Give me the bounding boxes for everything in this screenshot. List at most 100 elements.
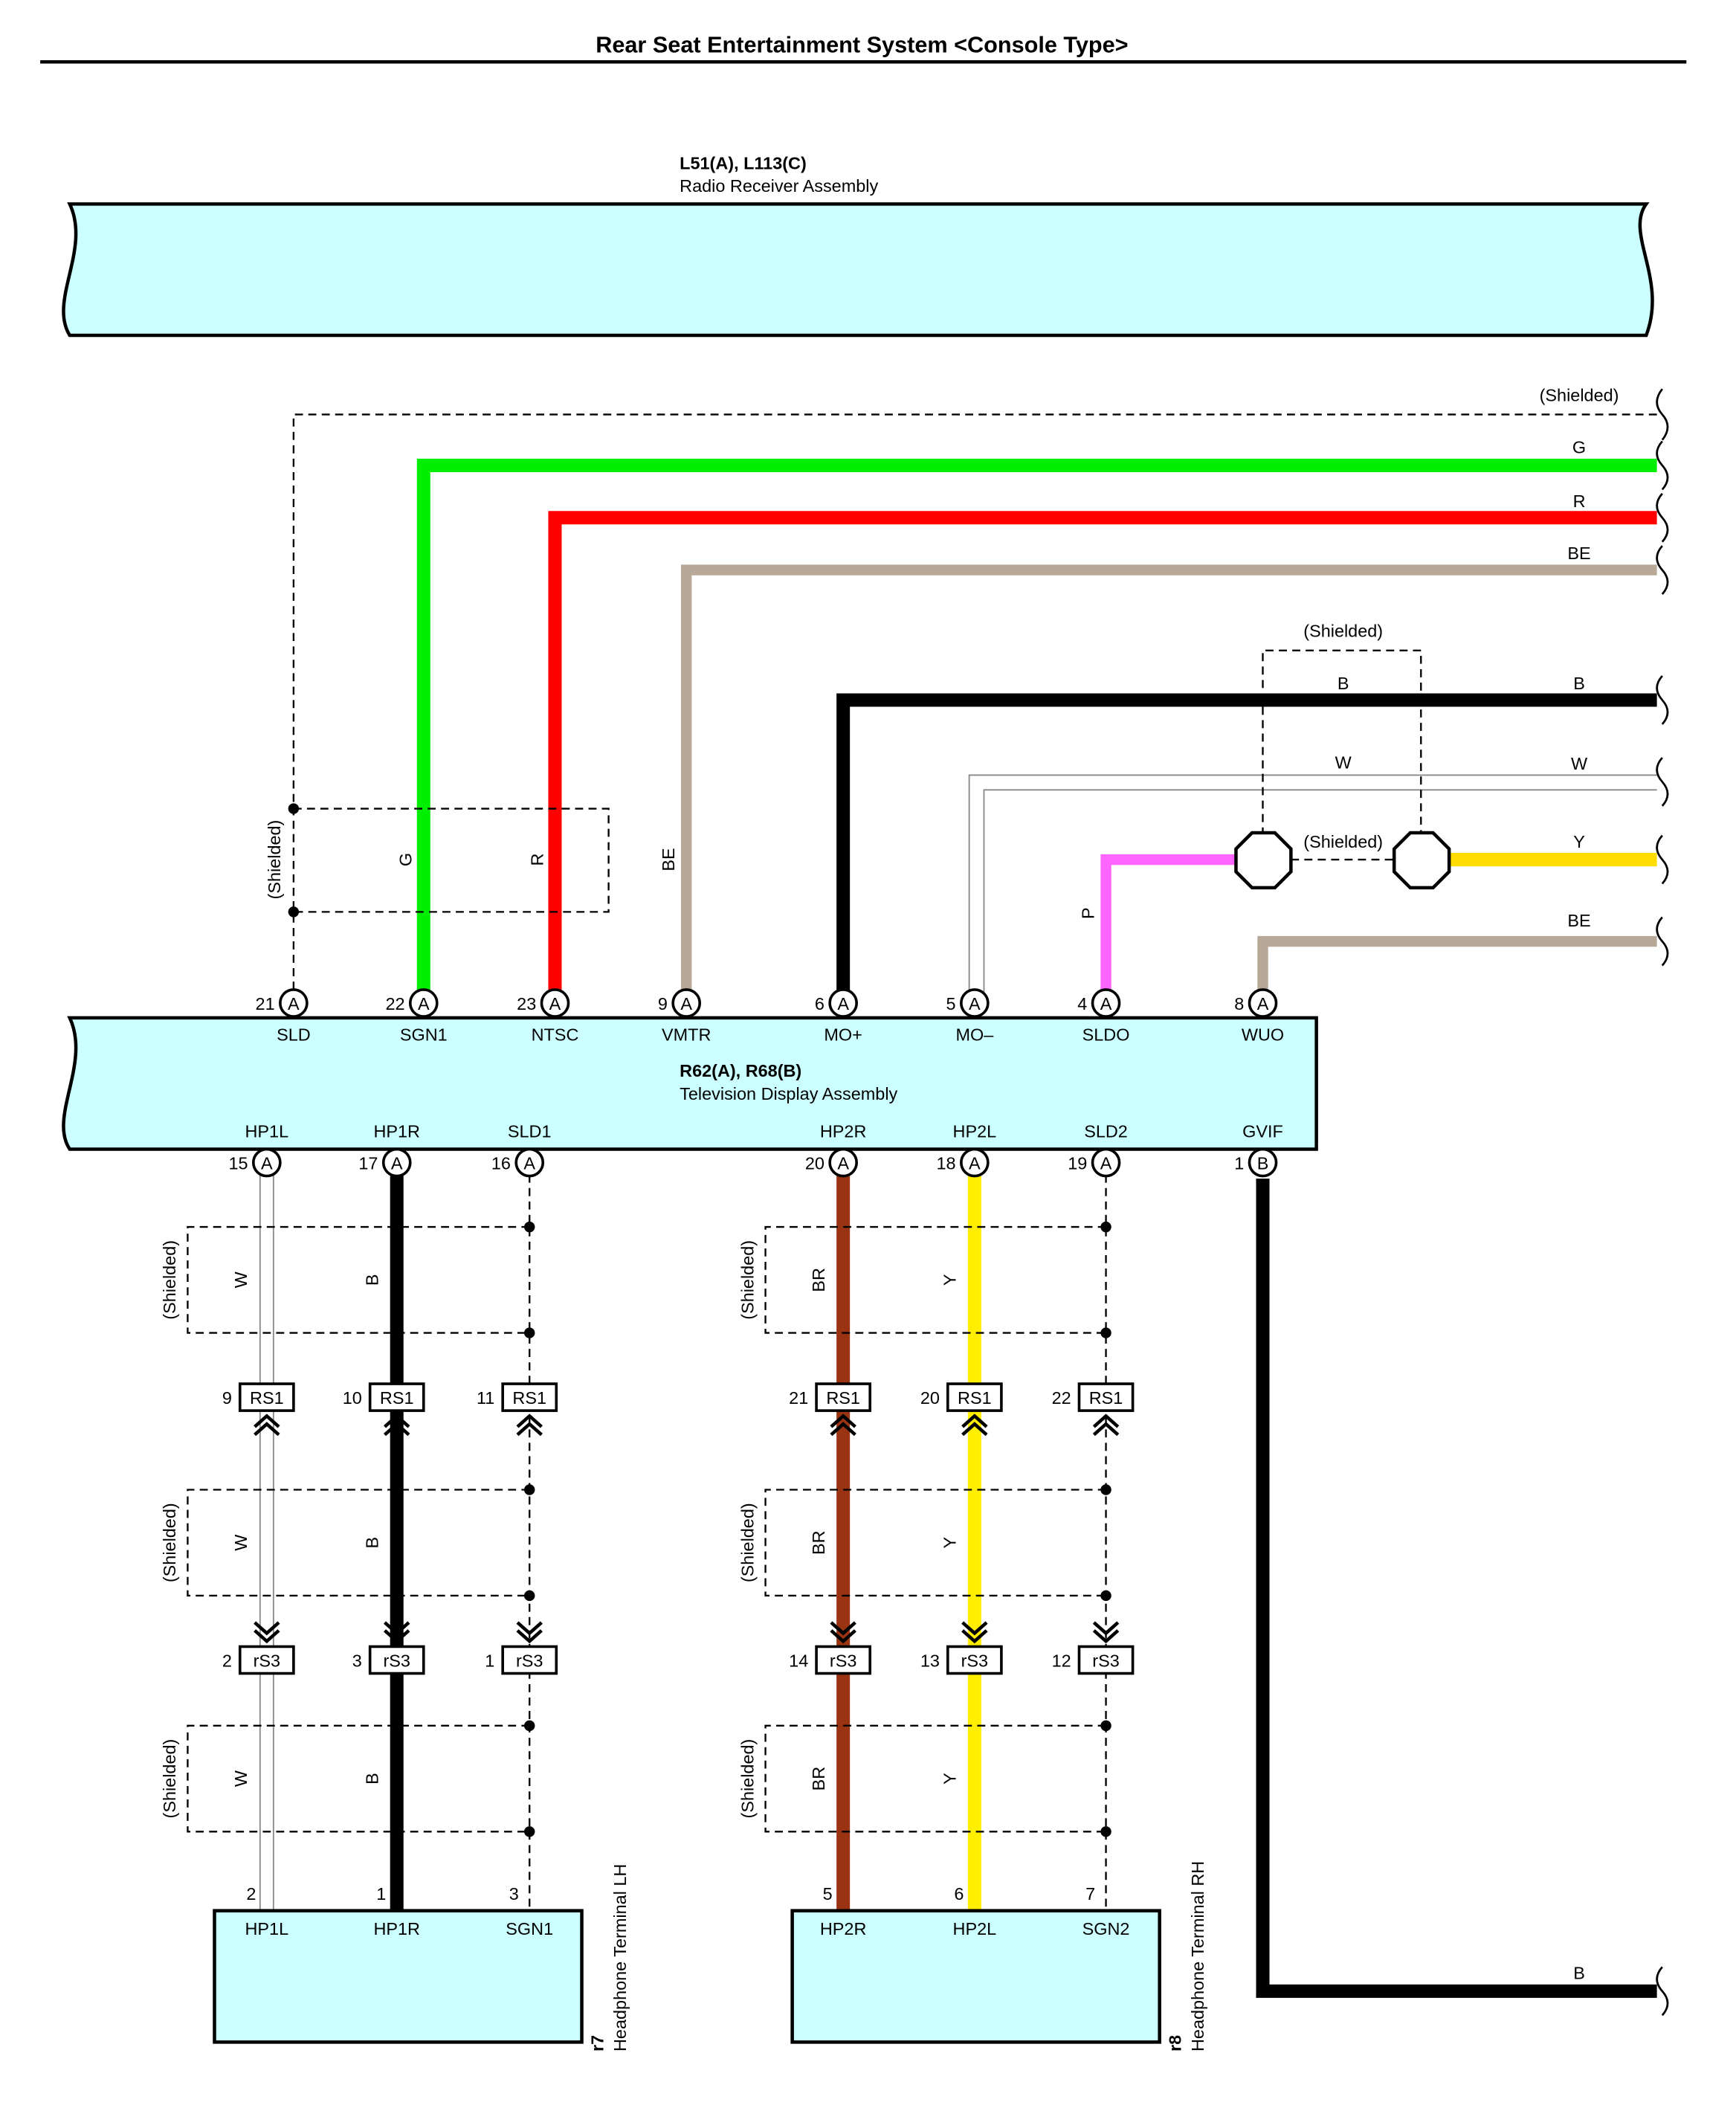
shield-junction-top [288, 803, 300, 814]
shield-junction [524, 1484, 535, 1495]
wire-w-mo-minus-a [968, 774, 1657, 1003]
tv-bottom-hp2r-pin-connector: A [837, 1154, 849, 1173]
tv-top-sgn1-pin-circle [408, 988, 439, 1018]
inner-label-shielded-mid: (Shielded) [1303, 832, 1383, 851]
tv-bottom-sld2-pin-circle [1091, 1147, 1121, 1178]
shield-box-octagons [1262, 649, 1422, 836]
headphone-lh-hp1r-pin-name: HP1R [373, 1919, 420, 1938]
tv-top-mo-pin-number: 6 [815, 994, 825, 1013]
radio-component-id: L51(A), L113(C) [680, 153, 807, 173]
tv-top-sld-pin-connector: A [288, 994, 300, 1013]
rs3-row-14-number: 14 [789, 1651, 808, 1671]
rs1-row-9-arrow [254, 1422, 280, 1437]
tv-bottom-hp1r-pin-connector: A [391, 1154, 403, 1173]
headphone-lh-name: Headphone Terminal LH [610, 1864, 630, 2051]
rs1-row-20-box [946, 1382, 1003, 1412]
rs1-row-22-arrow [1092, 1414, 1120, 1428]
headphone-rh-hp2l-pin-number: 6 [954, 1884, 964, 1904]
rs3-row-1-number: 1 [485, 1651, 494, 1671]
wire-label-br: BR [809, 1767, 828, 1791]
shielded-label: (Shielded) [738, 1503, 757, 1582]
right-label-b-gvif: B [1573, 1964, 1585, 1983]
tv-bottom-gvif-pin-number: 1 [1234, 1154, 1244, 1173]
shield-box [187, 1489, 530, 1597]
tv-bottom-hp2l-pin-name: HP2L [953, 1121, 997, 1141]
tv-top-wuo-pin-circle [1248, 988, 1278, 1018]
rs3-row-13-box [946, 1645, 1003, 1675]
rs3-row-3-number: 3 [352, 1651, 362, 1671]
break-marks [1656, 388, 1669, 2017]
tv-bottom-hp1r-pin-number: 17 [358, 1154, 378, 1173]
rs1-row-21-arrow [830, 1414, 856, 1428]
rs1-row-21-arrow [830, 1422, 856, 1437]
shield-box [187, 1724, 530, 1833]
headphone-rh-id: r8 [1166, 2035, 1185, 2051]
wire-w-mo-minus-b [983, 789, 1657, 1003]
tv-bottom-hp1r-pin-name: HP1R [373, 1121, 420, 1141]
headphone-rh-box [790, 1909, 1161, 2044]
diagram-title: Rear Seat Entertainment System <Console … [596, 33, 1128, 58]
wire-label-b: B [362, 1274, 381, 1286]
tv-bottom-sld2-pin-connector: A [1100, 1154, 1112, 1173]
upper-wiring: (Shielded) G R BE B W Y BE B B W (Shield… [265, 385, 1669, 2017]
right-label-y: Y [1573, 832, 1585, 851]
headphone-lh-id: r7 [587, 2035, 607, 2051]
tv-top-sgn1-pin-connector: A [418, 994, 430, 1013]
rs1-row-10-arrow [383, 1414, 410, 1428]
rs3-row-1-arrow [516, 1621, 543, 1636]
vertical-label-r: R [527, 854, 546, 866]
rs3-row-13-arrow [961, 1621, 988, 1636]
rs1-row-21-box [815, 1382, 872, 1412]
shield-junction [1100, 1484, 1111, 1495]
rs1-row-21-number: 21 [789, 1388, 808, 1408]
shield-box-g-r [293, 808, 610, 913]
headphone-rh-hp2r-pin-number: 5 [823, 1884, 833, 1904]
tv-bottom-sld2-pin-name: SLD2 [1084, 1121, 1128, 1141]
tv-top-mo-pin-connector: A [969, 994, 981, 1013]
radio-receiver-box [62, 202, 1654, 338]
wire-label-b: B [362, 1773, 381, 1785]
wire-label-w: W [231, 1271, 251, 1288]
rs1-row-20-label: RS1 [958, 1388, 992, 1408]
rs1-row-20-number: 20 [920, 1388, 940, 1408]
headphone-rh-name: Headphone Terminal RH [1188, 1861, 1207, 2051]
tv-component-id: R62(A), R68(B) [680, 1061, 801, 1080]
rs1-row-10-number: 10 [343, 1388, 362, 1408]
tv-bottom-hp2l-pin-number: 18 [937, 1154, 956, 1173]
shield-junction [1100, 1826, 1111, 1837]
tv-top-vmtr-pin-name: VMTR [662, 1025, 711, 1044]
right-label-be-wuo: BE [1567, 911, 1590, 930]
shield-junction [524, 1826, 535, 1837]
tv-top-mo-pin-connector: A [837, 994, 849, 1013]
rs3-row-14-label: rS3 [830, 1651, 856, 1671]
shield-box [764, 1489, 1106, 1597]
rs1-row-21-label: RS1 [826, 1388, 860, 1408]
rs3-row-1-arrow [516, 1629, 543, 1644]
rs3-row-2-arrow [254, 1621, 280, 1636]
tv-bottom-gvif-pin-name: GVIF [1242, 1121, 1283, 1141]
vertical-label-p: P [1078, 907, 1097, 919]
tv-bottom-sld2-pin-number: 19 [1068, 1154, 1087, 1173]
rs3-row-1-box [501, 1645, 558, 1675]
right-label-w: W [1571, 754, 1588, 773]
wire-be-wuo [1257, 935, 1657, 1003]
headphone-lh-hp1l-pin-number: 2 [246, 1884, 256, 1904]
tv-bottom-hp1r-pin-circle [381, 1147, 412, 1178]
tv-top-ntsc-pin-number: 23 [517, 994, 536, 1013]
tv-bottom-sld1-pin-circle [514, 1147, 545, 1178]
rs3-row-14-arrow [830, 1621, 856, 1636]
radio-component-name: Radio Receiver Assembly [680, 176, 878, 196]
tv-top-ntsc-pin-name: NTSC [532, 1025, 579, 1044]
rs1-row-22-arrow [1092, 1422, 1120, 1437]
rs3-row-2-label: rS3 [254, 1651, 280, 1671]
rs1-row-11-arrow [516, 1414, 543, 1428]
rs3-row-1-label: rS3 [516, 1651, 543, 1671]
headphone-rh-hp2l-pin-name: HP2L [953, 1919, 997, 1938]
wire-b-mo-plus [836, 693, 1657, 1003]
tv-top-vmtr-pin-circle [671, 988, 702, 1018]
tv-top-mo-pin-name: MO– [955, 1025, 994, 1044]
rs1-row-11-box [501, 1382, 558, 1412]
